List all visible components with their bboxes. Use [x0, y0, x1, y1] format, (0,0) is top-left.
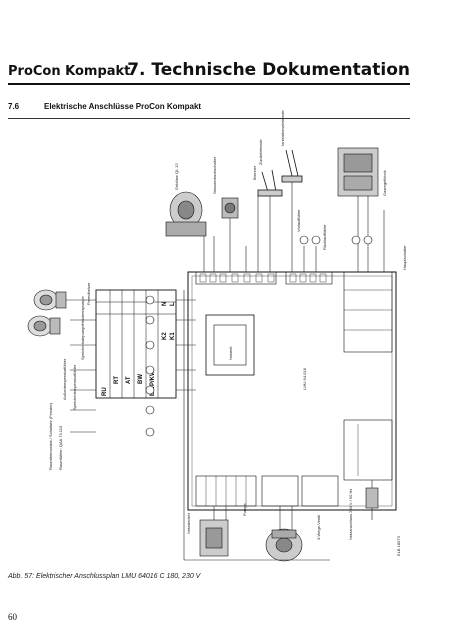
sensor-markers: [299, 235, 373, 245]
label-netzstecker: Netzstecker: [186, 512, 191, 534]
pump-motor-1: [27, 315, 61, 337]
gas-valve: [337, 147, 379, 197]
terminal-n: N: [162, 302, 168, 306]
figure-caption: Abb. 57: Elektrischer Anschlussplan LMU …: [8, 573, 201, 580]
label-gasregelblock: Gasregelblock: [382, 170, 387, 196]
top-connector-strip: [195, 271, 333, 285]
pressure-switch: [221, 197, 239, 219]
label-vorlauffuehler: Vorlauffühler: [296, 209, 301, 232]
terminal-rt: RT: [114, 376, 120, 384]
terminal-at: AT: [126, 376, 132, 384]
pump-motor-2: [33, 289, 67, 311]
bottom-pump-1: [199, 519, 229, 557]
terminal-l: L: [170, 302, 176, 306]
terminal-bwp: BWP/KW: [150, 370, 156, 396]
terminal-ru: RU: [102, 387, 108, 396]
label-geblaese: Gebläse QL 12: [174, 162, 179, 190]
section-rule: [8, 118, 410, 119]
terminal-k1: K1: [170, 332, 176, 340]
label-wasserdruckschalter: Wasserdruckschalter: [212, 156, 217, 194]
label-raumthermostat: Raumthermostat / Schaltuhr (Fenster): [48, 402, 53, 470]
label-aussenfuehler: Außentemperaturfühler: [62, 358, 67, 400]
bottom-connector-strip: [195, 475, 339, 507]
label-ruecklauffuehler: Rücklauffühler: [322, 224, 327, 250]
transformer-box: [205, 314, 255, 376]
top-wiring: [203, 182, 385, 272]
label-pumpe: Pumpe: [242, 503, 247, 516]
label-speicherfuehler: Speichertemperaturfühler: [72, 364, 77, 410]
label-speicherladepumpe: Speicherladepumpe: [80, 324, 85, 360]
terminal-bw: BW: [138, 374, 144, 384]
label-brenner: Brenner: [252, 165, 257, 180]
left-markers: [145, 295, 155, 437]
header-left-title: ProCon Kompakt: [8, 64, 131, 79]
label-netzanschluss: Netzanschluss 230 V / 50 Hz: [348, 489, 353, 540]
label-hauptschalter: Hauptschalter: [402, 245, 407, 270]
bottom-wiring: [183, 470, 373, 561]
box-label-lmu: LMU 64.018: [302, 367, 307, 390]
fan-blower: [165, 191, 207, 237]
label-fremdheizer: Fremdheizer: [86, 282, 91, 305]
bottom-pump-2: [265, 528, 303, 562]
board-inner: [191, 275, 393, 507]
label-ionisation: Ionisationselektrode: [280, 110, 285, 146]
terminal-k2: K2: [162, 332, 168, 340]
diagram-stamp: ELB 18073: [396, 535, 401, 556]
header-rule: [8, 83, 410, 85]
bottom-valve: [365, 487, 379, 520]
label-3wegeventil: 3-Wege-Ventil: [316, 515, 321, 540]
section-title: Elektrische Anschlüsse ProCon Kompakt: [44, 102, 202, 111]
control-board: [187, 271, 397, 511]
ignition-electrodes: [257, 149, 303, 197]
page-number: 60: [8, 612, 17, 622]
label-zuendelektrode: Zündelektrode: [258, 139, 263, 165]
header-right-title: 7. Technische Dokumentation: [127, 60, 410, 80]
box-label-netzteil: Netzteil: [228, 347, 233, 360]
label-raumfuehler: Raumfühler: QAA 73.110: [58, 425, 63, 470]
right-connector-block: [343, 271, 393, 481]
section-number: 7.6: [8, 102, 20, 111]
label-heizkreispumpe: Heizkreispumpe: [80, 296, 85, 325]
